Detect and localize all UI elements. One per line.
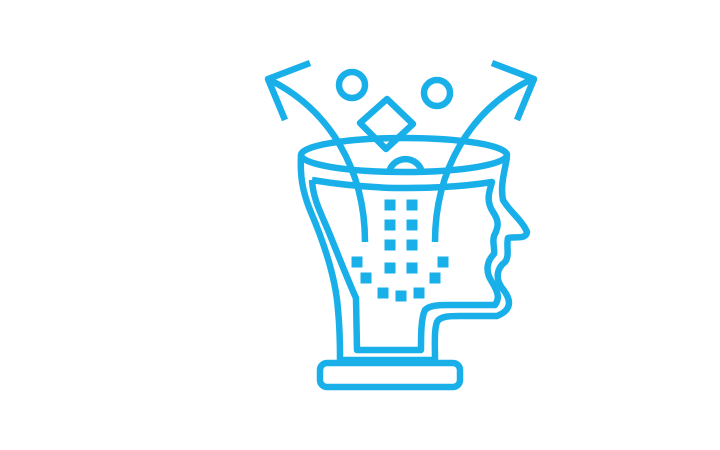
square-dot [406, 262, 418, 274]
square-dot [429, 272, 441, 284]
square-dot [384, 239, 396, 251]
square-dot [406, 239, 418, 251]
head-inner-outline [308, 176, 502, 354]
dome-icon [385, 155, 426, 174]
circle-right-icon [420, 76, 454, 110]
square-dot [437, 256, 449, 268]
square-dot [351, 256, 363, 268]
particle-dots [351, 199, 449, 302]
square-dot [360, 272, 372, 284]
circle-left-icon [335, 68, 369, 102]
base-plate [316, 359, 464, 391]
diamond-icon [356, 95, 417, 153]
square-dot [406, 219, 418, 231]
square-dot [384, 219, 396, 231]
right-arrow-head-icon [490, 59, 538, 122]
square-dot [384, 262, 396, 274]
square-dot [377, 287, 389, 299]
square-dot [406, 199, 418, 211]
left-arrow-head-icon [264, 59, 312, 122]
left-arrow-curve [268, 77, 369, 243]
right-arrow-curve [431, 77, 532, 243]
head-outer-outline [297, 154, 531, 364]
funnel-rim [297, 134, 511, 176]
square-dot [413, 287, 425, 299]
square-dot [395, 290, 407, 302]
square-dot [384, 199, 396, 211]
